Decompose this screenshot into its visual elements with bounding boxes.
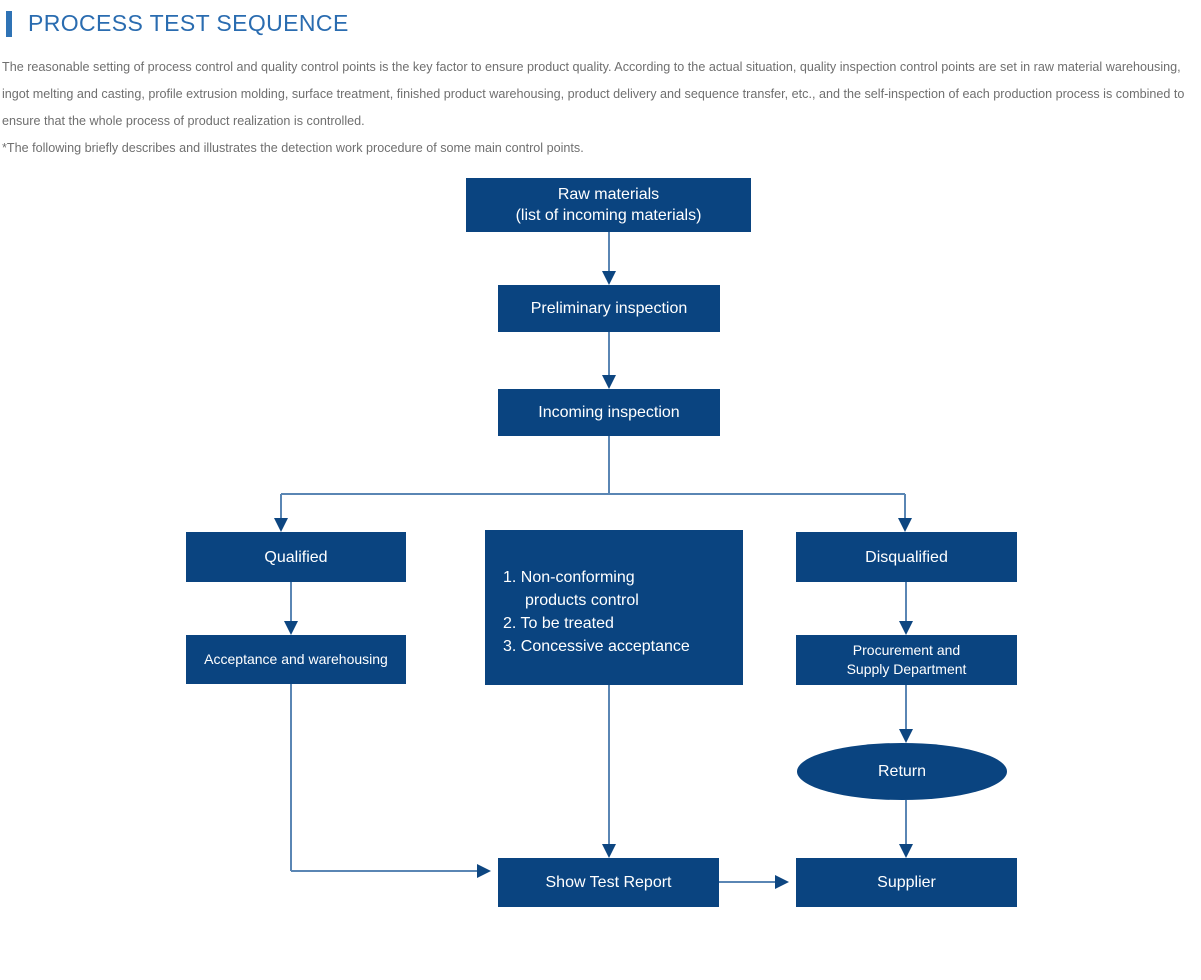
node-qualified[interactable]: Qualified xyxy=(186,532,406,582)
node-supplier[interactable]: Supplier xyxy=(796,858,1017,907)
node-supplier-label: Supplier xyxy=(877,874,936,891)
node-return-label: Return xyxy=(877,763,927,780)
node-incoming-inspection-label: Incoming inspection xyxy=(538,404,680,421)
node-preliminary-inspection[interactable]: Preliminary inspection xyxy=(498,285,720,332)
node-raw-materials-line2: (list of incoming materials) xyxy=(515,207,702,224)
node-return[interactable]: Return xyxy=(797,743,1007,800)
node-acceptance-warehousing[interactable]: Acceptance and warehousing xyxy=(186,635,406,684)
page-title: PROCESS TEST SEQUENCE xyxy=(28,10,349,36)
node-disqualified[interactable]: Disqualified xyxy=(796,532,1017,582)
node-show-test-report[interactable]: Show Test Report xyxy=(498,858,719,907)
node-nonconforming-actions[interactable]: 1. Non-conforming products control 2. To… xyxy=(485,530,743,685)
title-row: PROCESS TEST SEQUENCE xyxy=(6,10,349,37)
nonconforming-item-1: 1. Non-conforming xyxy=(503,569,635,586)
node-acceptance-warehousing-label: Acceptance and warehousing xyxy=(204,651,388,667)
node-qualified-label: Qualified xyxy=(264,548,328,566)
nonconforming-item-3: 3. Concessive acceptance xyxy=(503,638,690,655)
intro-paragraph: The reasonable setting of process contro… xyxy=(2,60,1185,128)
node-raw-materials-line1: Raw materials xyxy=(557,186,660,203)
node-preliminary-inspection-label: Preliminary inspection xyxy=(530,300,688,317)
node-disqualified-label: Disqualified xyxy=(865,548,948,566)
node-procurement-line2: Supply Department xyxy=(846,661,967,677)
node-raw-materials[interactable]: Raw materials (list of incoming material… xyxy=(466,178,751,232)
title-accent-bar xyxy=(6,10,12,37)
node-procurement-supply-department[interactable]: Procurement and Supply Department xyxy=(796,635,1017,685)
nonconforming-item-1-continued: products control xyxy=(525,592,639,609)
node-show-test-report-label: Show Test Report xyxy=(545,874,672,891)
intro-note: *The following briefly describes and ill… xyxy=(2,141,584,155)
node-incoming-inspection[interactable]: Incoming inspection xyxy=(498,389,720,436)
intro-block: The reasonable setting of process contro… xyxy=(2,54,1198,162)
nonconforming-item-2: 2. To be treated xyxy=(503,615,614,632)
node-procurement-line1: Procurement and xyxy=(852,642,961,658)
